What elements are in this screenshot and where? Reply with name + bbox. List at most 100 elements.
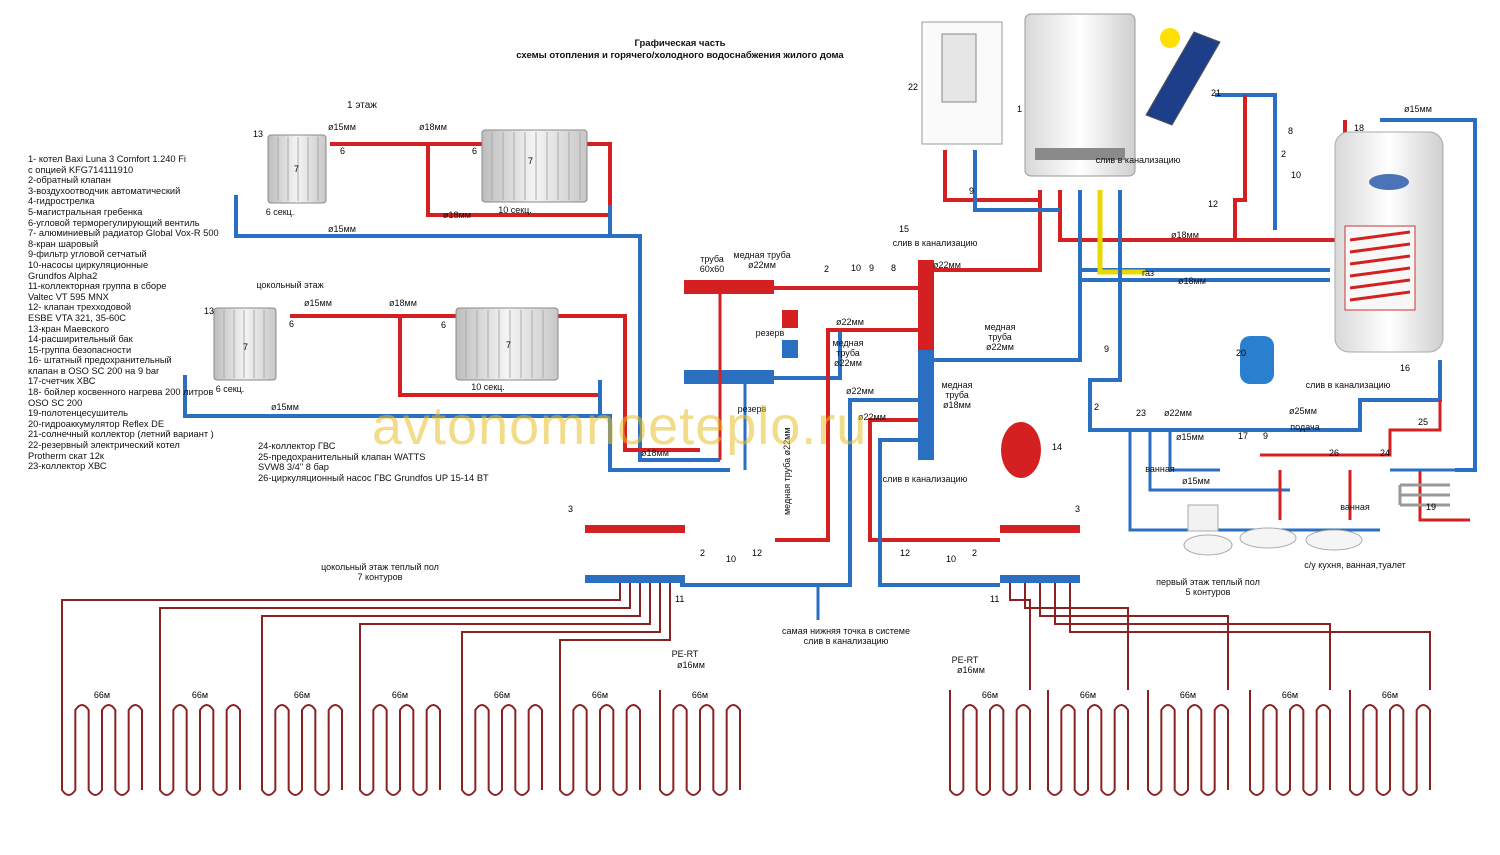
legend-item: 8-кран шаровый bbox=[28, 238, 99, 249]
component-number: 14 bbox=[1052, 442, 1062, 452]
floor-loop-first: 66м bbox=[1147, 690, 1229, 796]
diameter-label: ø18мм bbox=[443, 210, 471, 220]
hydraulic-separator bbox=[918, 260, 934, 460]
legend-item: 21-солнечный коллектор (летний вариант ) bbox=[28, 429, 214, 440]
floor-label: 1 этаж bbox=[347, 100, 377, 111]
component-number: 7 bbox=[506, 340, 511, 350]
diameter-label: ø18мм bbox=[419, 122, 447, 132]
component-number: 16 bbox=[1400, 363, 1410, 373]
diameter-label: ø16мм bbox=[957, 665, 985, 675]
component-number: 15 bbox=[899, 224, 909, 234]
loop-length-label: 66м bbox=[1180, 690, 1196, 700]
loop-feed bbox=[1069, 583, 1431, 690]
diameter-label: ø22мм bbox=[933, 260, 961, 270]
legend-item: 17-счетчик ХВС bbox=[28, 376, 96, 387]
component-number: 10 bbox=[726, 554, 736, 564]
reserve-label: резерв bbox=[738, 404, 767, 414]
component-number: 9 bbox=[869, 263, 874, 273]
loop-feed bbox=[159, 583, 631, 690]
component-number: 12 bbox=[900, 548, 910, 558]
loop-feed bbox=[1009, 583, 1031, 690]
floor-label: цокольный этаж bbox=[256, 280, 323, 290]
floor-loop-basement: 66м bbox=[659, 690, 741, 796]
floor-loop-first: 66м bbox=[1047, 690, 1129, 796]
component-number: 10 bbox=[946, 554, 956, 564]
diameter-label: ø15мм bbox=[1404, 104, 1432, 114]
component-number: 18 bbox=[1354, 123, 1364, 133]
loop-feed bbox=[1039, 583, 1229, 690]
loop-length-label: 66м bbox=[392, 690, 408, 700]
diameter-label: ø18мм bbox=[389, 298, 417, 308]
component-number: 6 bbox=[441, 320, 446, 330]
component-number: 10 bbox=[851, 263, 861, 273]
component-number: 21 bbox=[1211, 88, 1221, 98]
component-number: 3 bbox=[568, 504, 573, 514]
floor-loop-basement: 66м bbox=[461, 690, 543, 796]
loop-length-label: 66м bbox=[982, 690, 998, 700]
legend2-item: 26-циркуляционный насос ГВС Grundfos UP … bbox=[258, 472, 489, 483]
legend-item: 9-фильтр угловой сетчатый bbox=[28, 249, 147, 260]
legend-item: 16- штатный предохранительный клапан в O… bbox=[28, 355, 172, 376]
legend-item: 2-обратный клапан bbox=[28, 175, 111, 186]
component-number: 6 bbox=[340, 146, 345, 156]
diameter-label: ø15мм bbox=[328, 224, 356, 234]
drain-label: слив в канализацию bbox=[893, 238, 978, 248]
component-number: 10 bbox=[1291, 170, 1301, 180]
diameter-label: ø15мм bbox=[328, 122, 356, 132]
radiator-floor1-6 bbox=[267, 134, 327, 204]
floor-loop-basement: 66м bbox=[359, 690, 441, 796]
component-number: 1 bbox=[1017, 104, 1022, 114]
component-number: 11 bbox=[990, 594, 999, 604]
diameter-label: ø16мм bbox=[677, 660, 705, 670]
component-number: 9 bbox=[969, 186, 974, 196]
loop-length-label: 66м bbox=[1282, 690, 1298, 700]
collector-first bbox=[1000, 525, 1080, 583]
legend2-item: 25-предохранительный клапан WATTS SVW8 3… bbox=[258, 451, 426, 473]
component-number: 24 bbox=[1380, 448, 1390, 458]
legend-item: 1- котел Baxi Luna 3 Comfort 1.240 Fi с … bbox=[28, 154, 186, 175]
legend-item: 6-угловой терморегулирующий вентиль bbox=[28, 217, 200, 228]
component-number: 2 bbox=[700, 548, 705, 558]
component-number: 23 bbox=[1136, 408, 1146, 418]
diameter-label: ø22мм bbox=[1164, 408, 1192, 418]
floor-loop-basement: 66м bbox=[559, 690, 641, 796]
pert-label: PE-RT bbox=[952, 655, 979, 665]
boiler-piping bbox=[934, 150, 1340, 400]
reserve-label: резерв bbox=[756, 328, 785, 338]
legend2-item: 24-коллектор ГВС bbox=[258, 441, 336, 451]
component-number: 3 bbox=[1075, 504, 1080, 514]
component-number: 26 bbox=[1329, 448, 1339, 458]
floor-loop-basement: 66м bbox=[261, 690, 343, 796]
diameter-label: ø22мм bbox=[836, 317, 864, 327]
legend-item: 7- алюминиевый радиатор Global Vox-R 500 bbox=[28, 228, 219, 239]
loop-feed bbox=[461, 583, 661, 690]
radiator-floor1-10 bbox=[481, 129, 588, 203]
sink-2 bbox=[1305, 529, 1363, 551]
towel-dryer bbox=[1398, 483, 1450, 507]
diagram-title: Графическая часть схемы отопления и горя… bbox=[470, 38, 890, 62]
component-number: 6 bbox=[289, 319, 294, 329]
title-line-2: схемы отопления и горячего/холодного вод… bbox=[516, 50, 844, 61]
diameter-label: ø15мм bbox=[271, 402, 299, 412]
diameter-label: ø22мм bbox=[846, 386, 874, 396]
component-number: 12 bbox=[1208, 199, 1218, 209]
floor-loop-first: 66м bbox=[1349, 690, 1431, 796]
component-number: 8 bbox=[1288, 126, 1293, 136]
bath-label: ванная bbox=[1340, 502, 1370, 512]
component-number: 22 bbox=[908, 82, 918, 92]
solar-collector bbox=[1145, 28, 1221, 126]
gas-boiler bbox=[1024, 13, 1136, 177]
vertical-pipe-label: медная труба ø22мм bbox=[782, 427, 792, 515]
legend-item: 11-коллекторная группа в сборе Valtec VT… bbox=[28, 281, 167, 302]
section-label: 6 секц. bbox=[216, 384, 245, 394]
equipment-legend: 1- котел Baxi Luna 3 Comfort 1.240 Fi с … bbox=[28, 154, 248, 472]
loop-length-label: 66м bbox=[294, 690, 310, 700]
